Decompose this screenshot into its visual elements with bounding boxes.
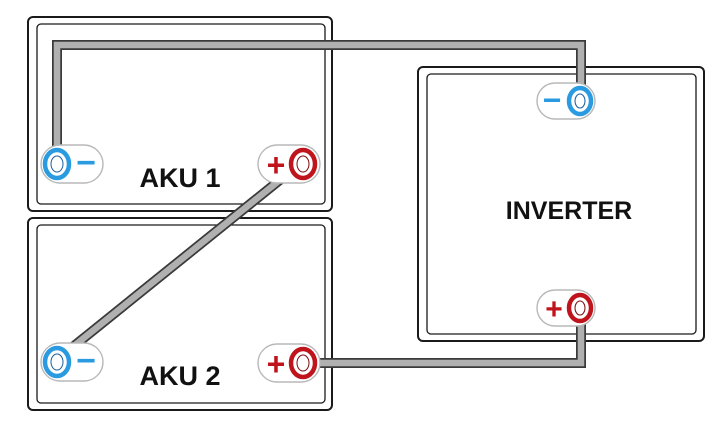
wire-aku1-pos-to-aku2-neg <box>55 159 305 362</box>
minus-sign: − <box>543 82 562 118</box>
aku2-label: AKU 2 <box>139 361 220 391</box>
battery-aku2 <box>27 217 333 411</box>
wire-aku2-pos-to-inverter-pos <box>308 312 586 368</box>
inverter-box <box>417 66 705 342</box>
battery-aku1 <box>27 16 333 212</box>
aku1-negative-terminal: − <box>40 144 104 184</box>
minus-sign: − <box>76 342 96 380</box>
aku2-negative-terminal: − <box>40 342 104 382</box>
plus-sign: + <box>545 293 563 326</box>
wire-aku1-neg-to-inverter-neg <box>52 40 586 157</box>
inverter-label: INVERTER <box>506 197 632 225</box>
plus-sign: + <box>267 147 286 183</box>
aku1-positive-terminal: + <box>257 144 321 184</box>
aku2-positive-terminal: + <box>257 343 321 383</box>
minus-sign: − <box>76 144 96 182</box>
aku1-label: AKU 1 <box>139 163 220 193</box>
inverter-negative-terminal: − <box>536 82 596 120</box>
inverter-positive-terminal: + <box>536 289 596 327</box>
plus-sign: + <box>267 346 286 382</box>
